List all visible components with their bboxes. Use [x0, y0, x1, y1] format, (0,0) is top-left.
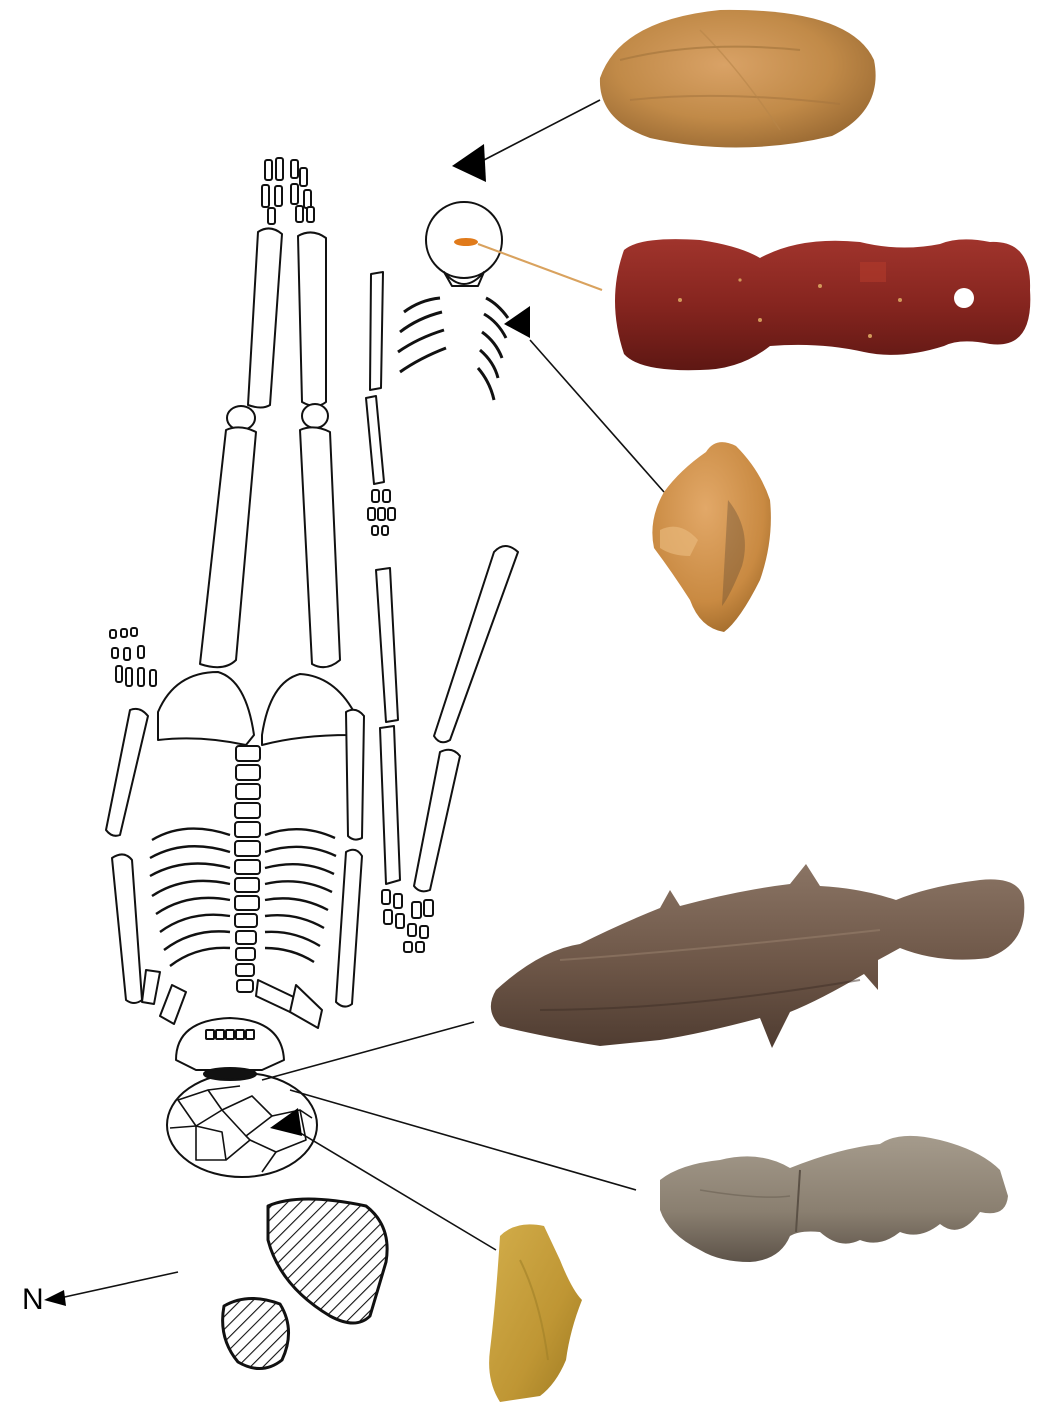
artifact-flint-flake-upper — [652, 442, 771, 632]
leader-lines — [60, 100, 664, 1298]
north-arrowhead — [44, 1290, 66, 1306]
right-scapula — [290, 985, 322, 1028]
ribs-right — [265, 829, 336, 962]
hatched-stone-lower — [223, 1298, 289, 1368]
artifact-bone-figurine-small — [660, 1136, 1008, 1262]
child-ribs — [398, 298, 508, 400]
artifact-flint-leaf-point — [600, 10, 876, 148]
right-humerus — [346, 710, 364, 840]
arrow-to-skull-point — [452, 144, 486, 182]
pendant-in-situ — [454, 238, 478, 246]
right-femur — [300, 427, 340, 667]
femur-lower-right — [376, 568, 398, 722]
humerus-lower-right — [434, 546, 518, 742]
artifact-red-stone-pendant — [615, 239, 1030, 370]
arrow-to-ribs-flake — [504, 306, 530, 338]
hand-bones-left-cluster — [110, 628, 156, 686]
radius-right-far — [366, 396, 384, 484]
left-knee — [227, 406, 255, 430]
upper-arm-right-far — [370, 272, 383, 390]
tibia-lower-right — [380, 726, 400, 884]
hatched-stone-upper — [268, 1199, 387, 1323]
teeth-lower — [206, 1030, 254, 1039]
right-knee — [302, 404, 328, 428]
hand-bones-right-far — [368, 490, 395, 535]
artifact-flint-blade-lower — [489, 1224, 582, 1402]
ribs-left — [150, 829, 230, 966]
left-scapula — [160, 985, 186, 1024]
skull-base-lower — [176, 1018, 284, 1070]
pelvis-left — [158, 672, 254, 745]
north-label: N — [22, 1283, 44, 1317]
left-humerus — [106, 709, 148, 836]
bone-figurine-in-situ — [204, 1068, 256, 1080]
left-tibia — [248, 228, 282, 407]
right-tibia — [298, 232, 326, 406]
foot-bones-lower-right — [382, 890, 433, 952]
artifact-bone-figurine-large — [491, 864, 1025, 1048]
right-forearm — [336, 850, 362, 1007]
left-forearm — [112, 854, 142, 1003]
pelvis-right — [262, 674, 354, 745]
vertebral-column — [235, 746, 260, 992]
fibula-lower-right — [414, 750, 460, 892]
skeleton-drawing — [106, 158, 518, 1369]
left-hand-bone — [142, 970, 160, 1004]
left-femur — [200, 427, 256, 667]
foot-bones-upper — [262, 158, 314, 224]
